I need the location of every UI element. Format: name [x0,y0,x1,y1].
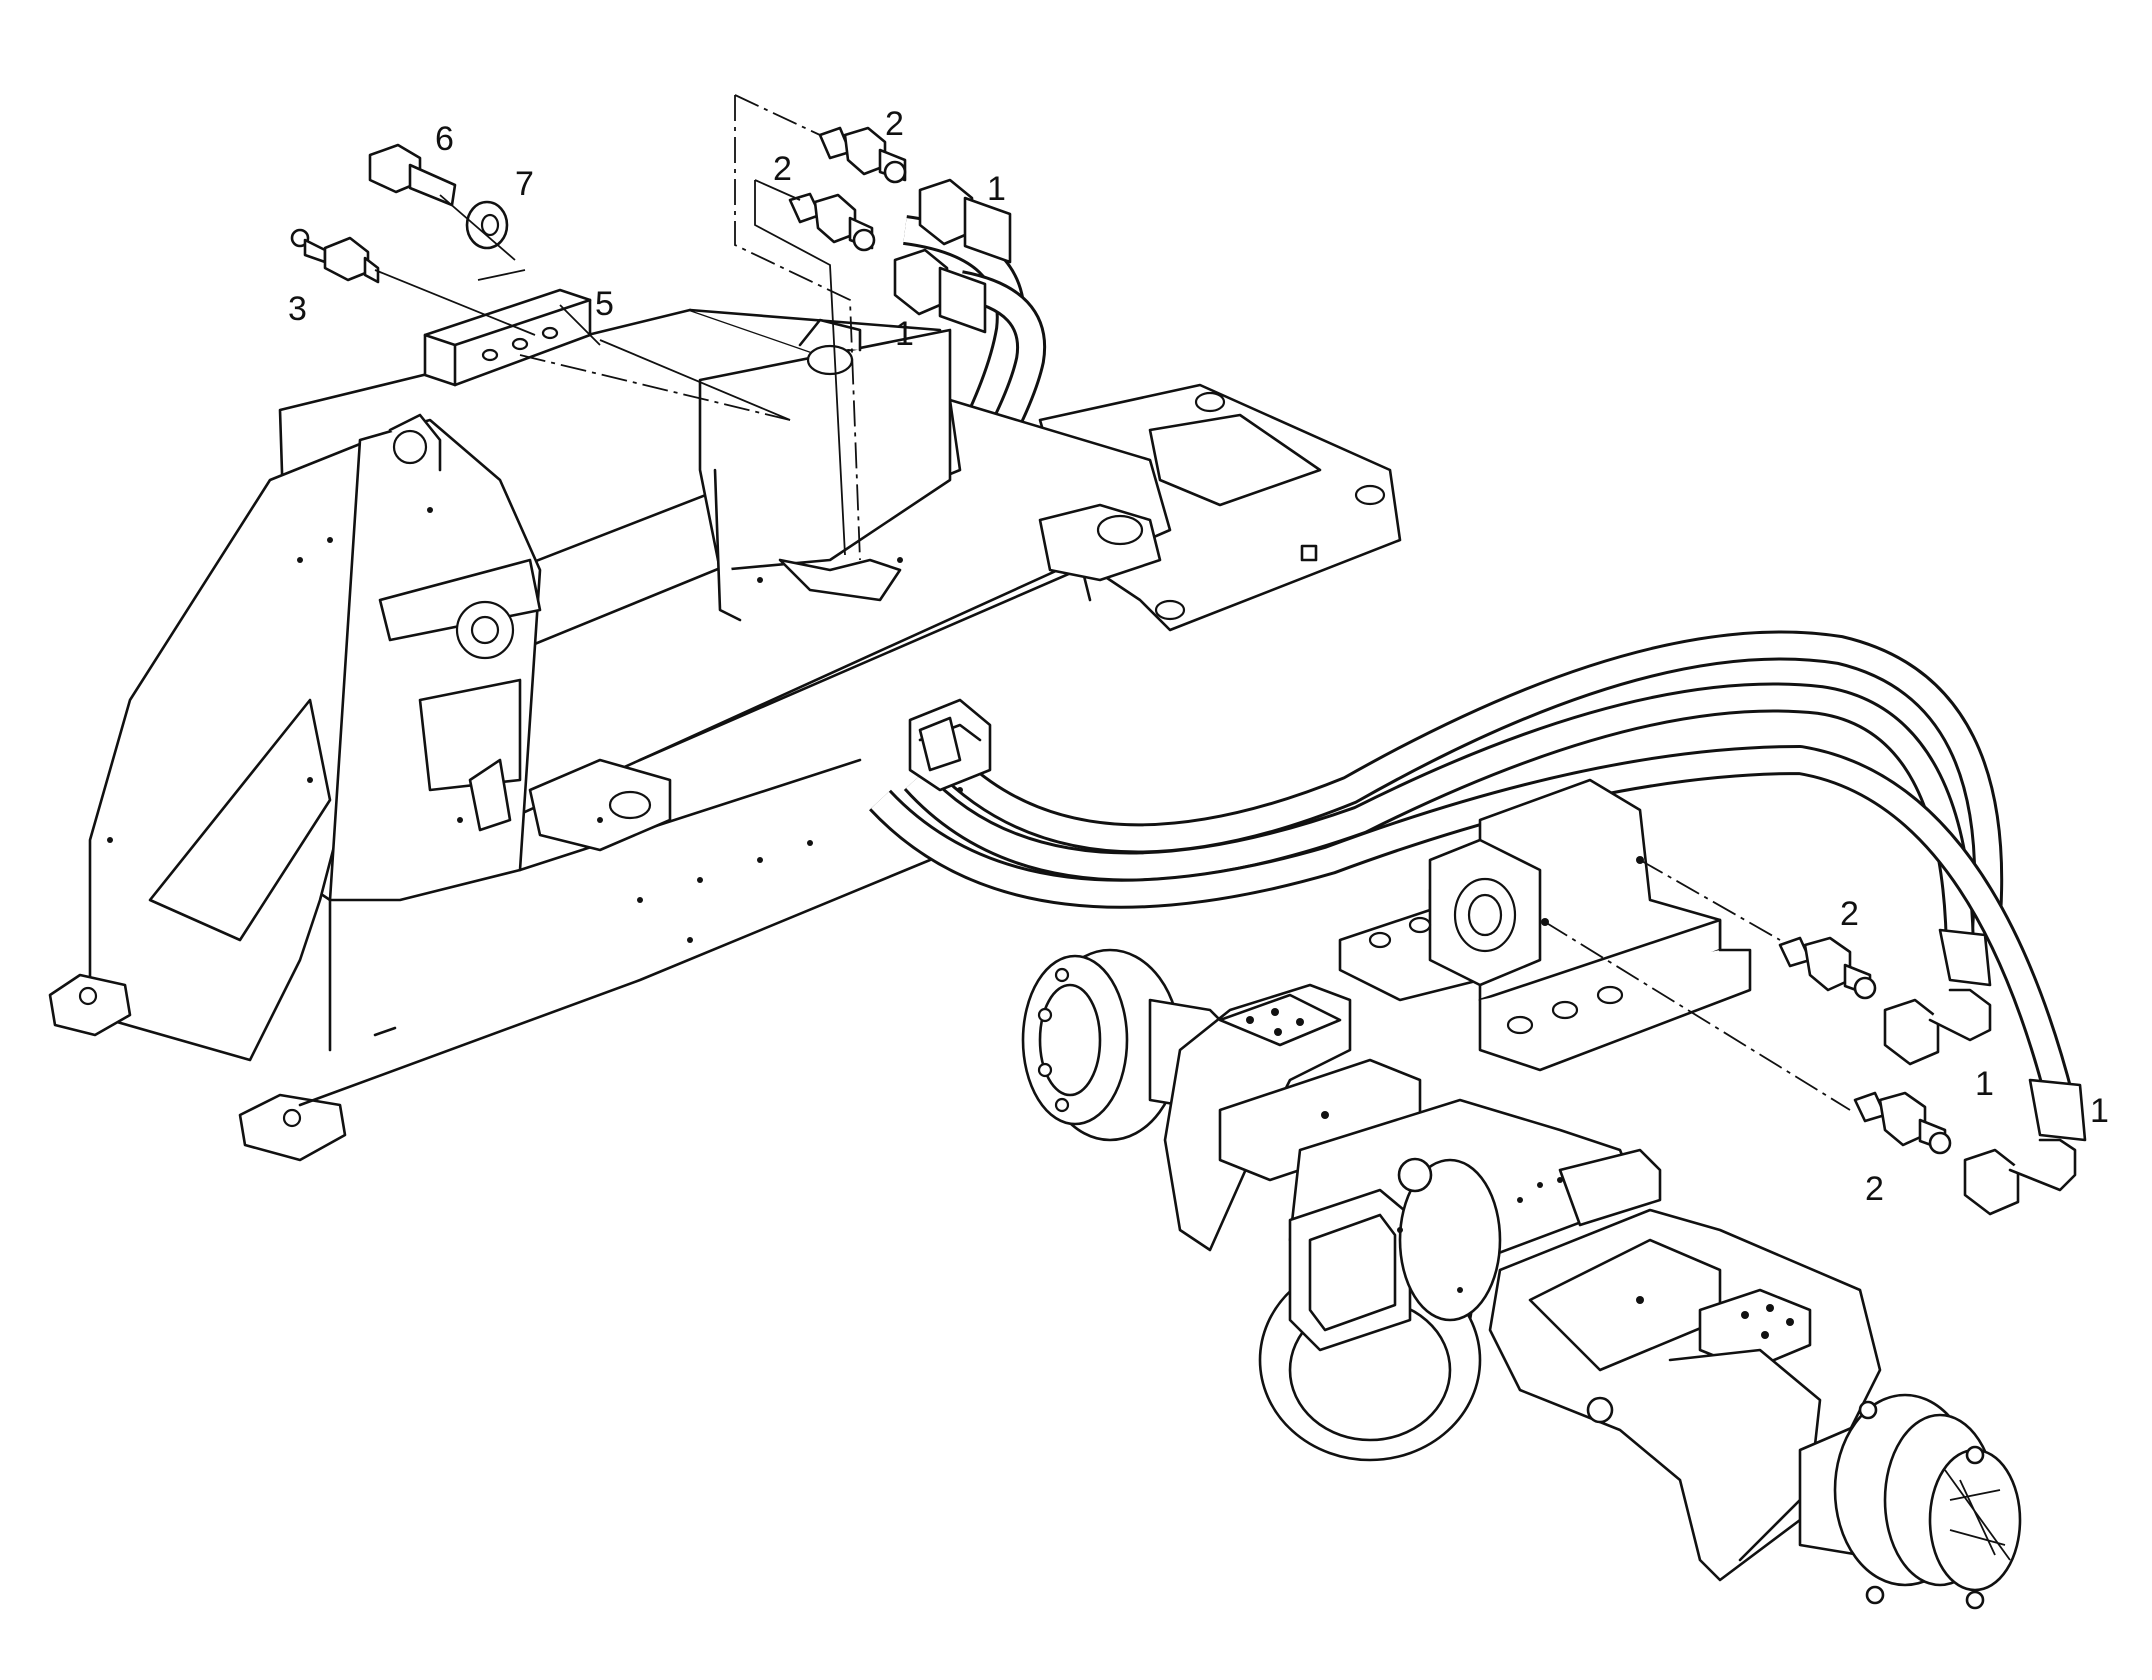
leader-lines-right [1544,859,1851,1111]
fitting-2-upper-a [818,126,907,184]
coupling-1-right-b [1963,1078,2087,1216]
coupling-1-upper-a [918,178,1012,264]
axle-mount-block [1338,778,1752,1072]
callout-1-upper-b: 1 [895,315,914,353]
callout-7: 7 [515,165,534,203]
leader-lines-upper [734,94,861,561]
callout-3: 3 [288,290,307,328]
callout-6: 6 [435,120,454,158]
callout-1-right-a: 1 [1975,1065,1994,1103]
loader-frame [48,308,1402,1162]
callout-5: 5 [595,285,614,323]
bolt-6 [368,143,457,207]
fitting-2-right-a [1778,936,1877,1000]
callout-2-right-b: 2 [1865,1170,1884,1208]
mounting-block-5 [423,288,592,387]
axle-assembly [1021,948,2022,1610]
callouts: 6 7 3 5 2 2 1 1 2 2 1 1 [288,105,2109,1208]
coupling-1-right-a [1883,928,1992,1066]
callout-2-right-a: 2 [1840,895,1859,933]
fitting-3 [290,228,380,284]
coupling-1-upper-b [893,248,987,334]
callout-1-upper-a: 1 [987,170,1006,208]
leader-lines-upper-left [374,194,791,421]
callout-1-right-b: 1 [2090,1092,2109,1130]
washer-7 [465,200,509,250]
callout-2-upper-b: 2 [773,150,792,188]
callout-2-upper-a: 2 [885,105,904,143]
fitting-2-right-b [1853,1091,1952,1155]
fitting-2-upper-b [788,192,876,252]
